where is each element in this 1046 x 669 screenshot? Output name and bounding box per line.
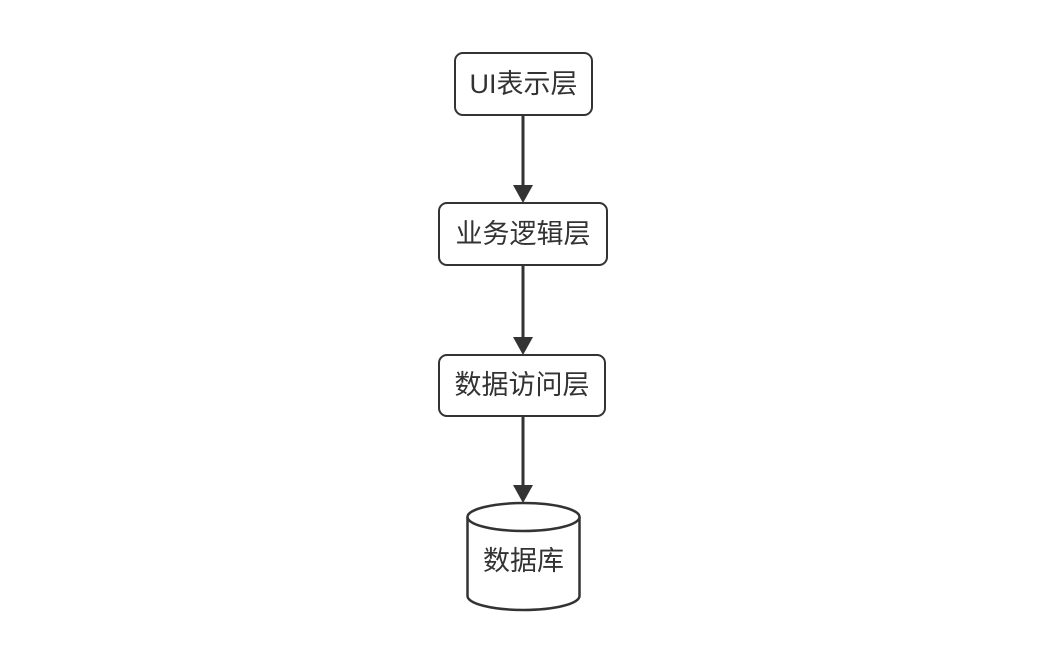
node-business-layer: 业务逻辑层 bbox=[438, 202, 608, 266]
database-cylinder-shape bbox=[466, 501, 581, 612]
node-ui-layer-label: UI表示层 bbox=[469, 68, 578, 99]
node-ui-layer: UI表示层 bbox=[454, 52, 593, 116]
node-business-layer-label: 业务逻辑层 bbox=[455, 218, 591, 249]
arrow-ui-to-business bbox=[513, 116, 533, 203]
node-database-label: 数据库 bbox=[483, 545, 564, 576]
node-database: 数据库 bbox=[466, 536, 581, 586]
node-data-access-layer-label: 数据访问层 bbox=[454, 370, 590, 400]
arrow-business-to-dataaccess bbox=[513, 266, 533, 355]
node-data-access-layer: 数据访问层 bbox=[438, 354, 606, 417]
arrow-dataaccess-to-database bbox=[513, 417, 533, 503]
